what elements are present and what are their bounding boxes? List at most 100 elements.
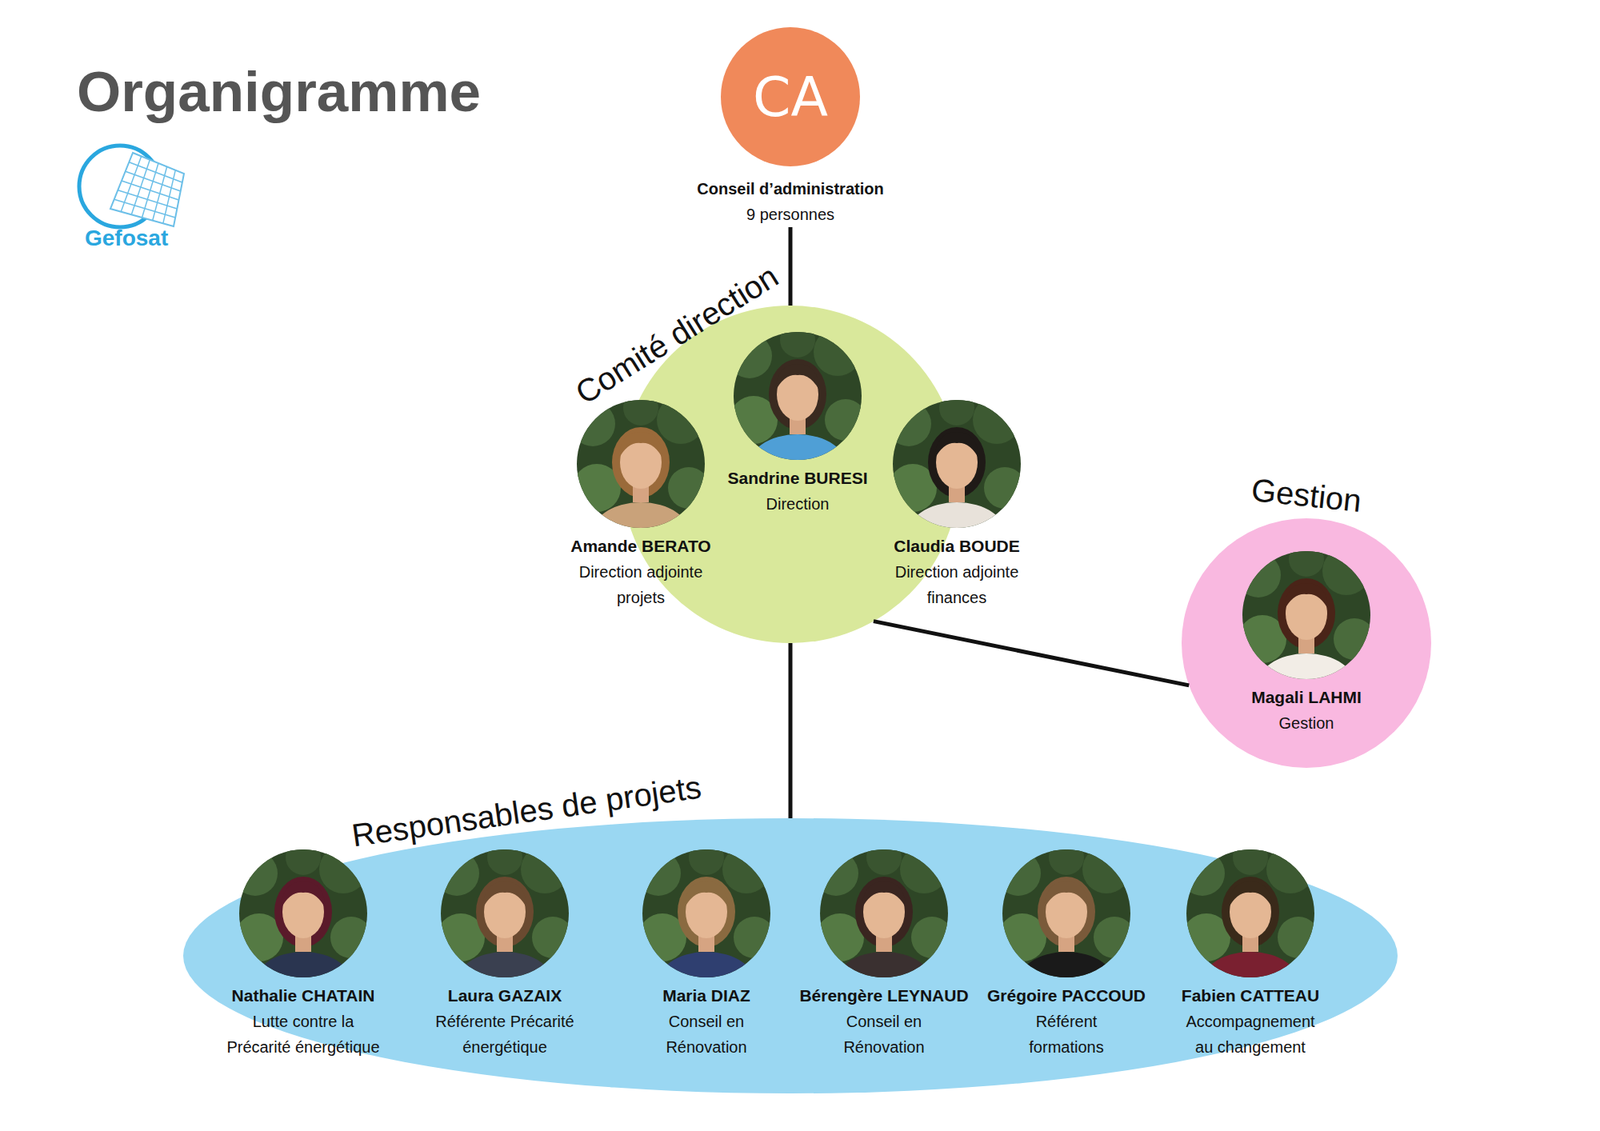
photo-foliage (623, 400, 659, 426)
photo-foliage (1186, 851, 1225, 896)
org-connector (873, 621, 1189, 686)
person-photo (440, 849, 569, 978)
photo-hair-top (775, 364, 820, 392)
photo-hair-top (280, 881, 326, 909)
person-role: Conseil en Rénovation (642, 1008, 771, 1060)
person-caption: Magali LAHMIGestion (1210, 684, 1403, 736)
person-photo (1002, 849, 1131, 978)
person-name: Bérengère LEYNAUD (788, 983, 980, 1009)
photo-shoulders (252, 952, 355, 978)
person-name: Sandrine BURESI (701, 465, 894, 492)
person-photo (733, 332, 862, 460)
person-caption: Claudia BOUDEDirection adjointe finances (860, 533, 1053, 611)
photo-hair-top (1228, 881, 1273, 909)
photo-foliage (642, 851, 681, 896)
photo-foliage (239, 851, 278, 896)
ca-circle-text-holder: CA (646, 27, 935, 167)
page-title: Organigramme (76, 56, 481, 128)
photo-content (1186, 849, 1315, 978)
photo-foliage (330, 916, 368, 959)
photo-foliage (532, 916, 569, 959)
photo-foliage (1232, 849, 1268, 876)
photo-foliage (440, 851, 480, 896)
photo-foliage (722, 849, 771, 894)
photo-foliage (939, 400, 975, 426)
person-caption: Nathalie CHATAINLutte contre la Précarit… (207, 983, 400, 1060)
photo-foliage (285, 849, 321, 876)
photo-foliage (688, 849, 724, 876)
photo-content (576, 400, 705, 528)
photo-hair-top (684, 881, 729, 909)
team-group: GestionMagali LAHMIGestion (1181, 518, 1432, 768)
photo-shoulders (1199, 952, 1302, 978)
photo-shoulders (746, 434, 849, 460)
photo-foliage (1082, 849, 1131, 894)
photo-shoulders (453, 952, 556, 978)
photo-foliage (1093, 916, 1131, 959)
person-role: Accompagnement au changement (1178, 1008, 1323, 1060)
photo-foliage (319, 849, 368, 894)
person-role: Direction adjointe finances (880, 559, 1033, 611)
photo-content (642, 849, 771, 978)
photo-foliage (824, 399, 862, 441)
photo-hair-top (618, 432, 664, 460)
photo-foliage (1288, 551, 1324, 577)
photo-foliage (1266, 849, 1315, 894)
person-role: Gestion (1230, 710, 1383, 736)
team-group: Comité directionAmande BERATODirection a… (621, 305, 960, 644)
org-connector (788, 227, 793, 306)
person-name: Maria DIAZ (610, 983, 803, 1009)
circle-label: CA (752, 65, 828, 129)
photo-shoulders (589, 502, 692, 528)
person-name: Nathalie CHATAIN (207, 983, 400, 1009)
photo-content (440, 849, 569, 978)
logo-wordmark: Gefosat (84, 225, 168, 252)
photo-foliage (820, 851, 859, 896)
photo-foliage (487, 849, 523, 876)
person-caption: Amande BERATODirection adjointe projets (544, 533, 737, 611)
person-role: Direction (721, 491, 874, 517)
person-caption: Bérengère LEYNAUDConseil en Rénovation (788, 983, 980, 1060)
photo-shoulders (905, 502, 1008, 528)
photo-content (239, 849, 368, 978)
photo-foliage (576, 401, 616, 447)
person-role: Direction adjointe projets (564, 559, 717, 611)
photo-shoulders (1255, 653, 1358, 680)
group-ellipse (183, 818, 1398, 1094)
person-card: Claudia BOUDEDirection adjointe finances (860, 400, 1053, 616)
person-photo (642, 849, 771, 978)
photo-hair-top (861, 881, 907, 909)
logo-grid-frame (110, 152, 184, 227)
photo-foliage (1048, 849, 1084, 876)
person-card: Grégoire PACCOUDRéférent formations (970, 849, 1163, 1066)
photo-foliage (984, 467, 1021, 509)
photo-hair-back (855, 876, 913, 948)
person-photo (1186, 849, 1315, 978)
board-title: Conseil d’administration (646, 176, 935, 202)
photo-foliage (733, 333, 772, 379)
photo-foliage (892, 401, 932, 447)
person-card: Fabien CATTEAUAccompagnement au changeme… (1154, 849, 1347, 1066)
person-card: Laura GAZAIXRéférente Précarité énergéti… (408, 849, 601, 1066)
photo-shoulders (1015, 952, 1118, 978)
photo-hair-top (1284, 583, 1329, 611)
photo-foliage (1322, 551, 1371, 596)
photo-hair-back (1277, 578, 1336, 649)
photo-hair-back (1221, 876, 1280, 948)
person-photo (892, 400, 1021, 528)
photo-foliage (520, 849, 569, 894)
person-photo (576, 400, 705, 528)
photo-hair-back (1037, 876, 1096, 948)
person-name: Fabien CATTEAU (1154, 983, 1347, 1009)
person-caption: Fabien CATTEAUAccompagnement au changeme… (1154, 983, 1347, 1060)
photo-shoulders (832, 952, 936, 978)
person-name: Laura GAZAIX (408, 983, 601, 1009)
photo-hair-back (476, 876, 534, 948)
group-circle (1181, 518, 1432, 768)
photo-shoulders (655, 952, 758, 978)
photo-hair-back (677, 876, 736, 948)
person-card: Bérengère LEYNAUDConseil en Rénovation (788, 849, 980, 1066)
person-card: Nathalie CHATAINLutte contre la Précarit… (207, 849, 400, 1066)
